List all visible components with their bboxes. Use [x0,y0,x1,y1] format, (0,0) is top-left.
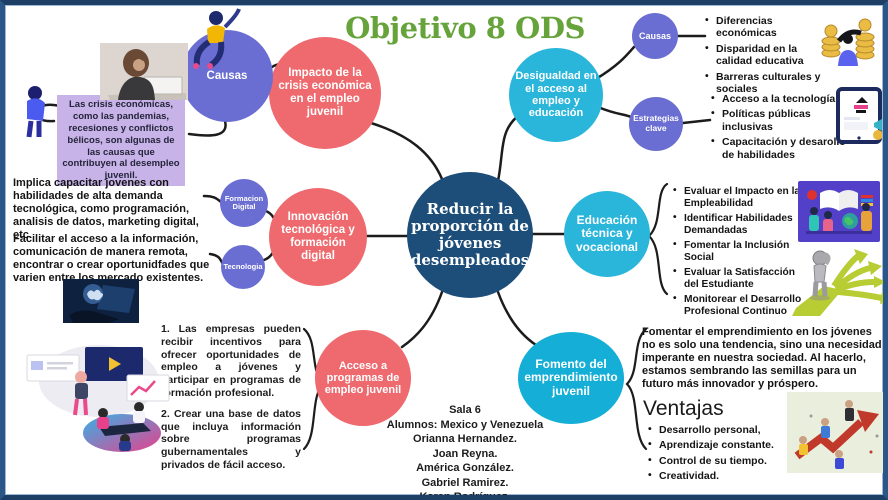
node-causas-left[interactable]: Causas [181,30,273,122]
ventajas-heading: Ventajas [643,397,724,420]
tecnologia-description: Facilitar el acceso a la información, co… [13,233,210,284]
link-estrategias-bullets [681,118,712,125]
list-item: Diferencias económicas [705,14,833,40]
list-item: Evaluar la Satisfacción del Estudiante [673,266,811,291]
list-item: Barreras culturales y sociales [705,70,833,96]
list-item: Monitorear el Desarrollo Profesional Con… [673,293,811,318]
link-desigualdad-causas2 [594,45,636,81]
list-item: Fomentar la Inclusión Social [673,239,811,264]
node-desigualdad[interactable]: Desigualdad en el acceso al empleo y edu… [509,48,603,142]
list-item: Desarrollo personal, [648,423,780,436]
list-item: Control de su tiempo. [648,454,780,467]
list-item: Creatividad. [648,469,780,482]
list-item: 1. Las empresas pueden recibir incentivo… [161,323,301,399]
credits-line: Gabriel Ramirez. [421,476,509,489]
credits-line: Karen Rodríguez. [419,491,511,500]
link-center-desigualdad [496,113,521,183]
list-item: Acceso a la tecnología [711,92,859,105]
node-label: Innovación tecnológica y formación digit… [281,211,355,262]
acceso-numbered-list: 1. Las empresas pueden recibir incentivo… [161,323,301,480]
book-people-image [798,181,880,242]
brace-fomento [625,327,648,451]
node-fomento-emprendimiento[interactable]: Fomento del emprendimiento juvenil [518,332,624,424]
node-label: Impacto de la crisis económica en el emp… [278,67,372,118]
node-tecnologia[interactable]: Tecnologia [221,245,265,289]
media-screens-illustration [26,345,170,417]
credits-line: América González. [416,462,514,475]
node-label: Tecnologia [223,261,263,271]
causas-note-box: Las crisis económicas, como las pandemia… [57,95,185,187]
list-item: Aprendizaje constante. [648,438,780,451]
node-causas-right[interactable]: Causas [632,13,678,59]
sitting-person-illustration [193,8,241,69]
link-center-acceso [400,290,444,349]
tablet-illustration [836,87,882,144]
node-acceso-programas[interactable]: Acceso a programas de empleo juvenil [315,330,411,426]
node-center-reducir[interactable]: Reducir la proporción de jóvenes desempl… [407,172,533,298]
list-item: Disparidad en la calidad educativa [705,42,833,68]
fomento-description: Fomentar el emprendimiento en los jóvene… [642,326,882,390]
formacion-description: Implica capacitar jovenes con habilidade… [13,177,199,241]
growth-arrow-illustration [787,392,883,473]
brace-educacion [647,182,669,296]
causas-bullet-list: Diferencias económicas Disparidad en la … [705,14,833,98]
node-label: Causas [206,69,248,82]
estrategias-bullet-list: Acceso a la tecnología Políticas pública… [711,92,859,164]
list-item: 2. Crear una base de datos que incluya i… [161,407,301,471]
laptop-brain-photo [63,279,139,323]
credits-line: Joan Reyna. [432,447,498,460]
link-center-fomento [496,290,538,347]
credits-block: Sala 6 Alumnos: Mexico y Venezuela Orian… [383,403,547,500]
credits-line: Sala 6 [449,404,481,416]
stressed-woman-photo [100,43,188,100]
blue-person-illustration [26,86,45,138]
page-title: Objetivo 8 ODS [345,11,585,45]
node-label: Formacion Digital [224,193,264,211]
node-estrategias-clave[interactable]: Estrategias clave [629,97,683,151]
credits-line: Alumnos: Mexico y Venezuela [386,418,544,431]
educacion-bullet-list: Evaluar el Impacto en la Empleabilidad I… [673,185,811,321]
ventajas-bullet-list: Desarrollo personal, Aprendizaje constan… [648,423,780,486]
node-label: Fomento del emprendimiento juvenil [524,356,618,398]
node-label: Educación técnica y vocacional [575,212,639,254]
list-item: Políticas públicas inclusivas [711,107,859,133]
node-label: Reducir la proporción de jóvenes desempl… [410,200,530,269]
link-impacto-center [369,121,444,181]
link-causas-note [187,119,227,137]
node-label: Causas [638,30,672,41]
team-table-illustration [83,402,161,452]
figure-arrows-illustration [792,249,883,316]
node-label: Estrategias clave [633,113,679,133]
credits-line: Orianna Hernandez. [413,433,517,446]
node-label: Acceso a programas de empleo juvenil [324,359,402,397]
node-educacion-tecnica[interactable]: Educación técnica y vocacional [564,191,650,277]
node-formacion-digital[interactable]: Formacion Digital [220,179,268,227]
node-impacto-crisis[interactable]: Impacto de la crisis económica en el emp… [269,37,381,149]
list-item: Capacitación y desarollo de habilidades [711,135,859,161]
link-desigualdad-estrategias [596,105,633,119]
node-innovacion[interactable]: Innovación tecnológica y formación digit… [269,188,367,286]
list-item: Evaluar el Impacto en la Empleabilidad [673,185,811,210]
list-item: Identificar Habilidades Demandadas [673,212,811,237]
node-label: Desigualdad en el acceso al empleo y edu… [515,70,597,120]
coins-person-illustration [821,18,875,66]
